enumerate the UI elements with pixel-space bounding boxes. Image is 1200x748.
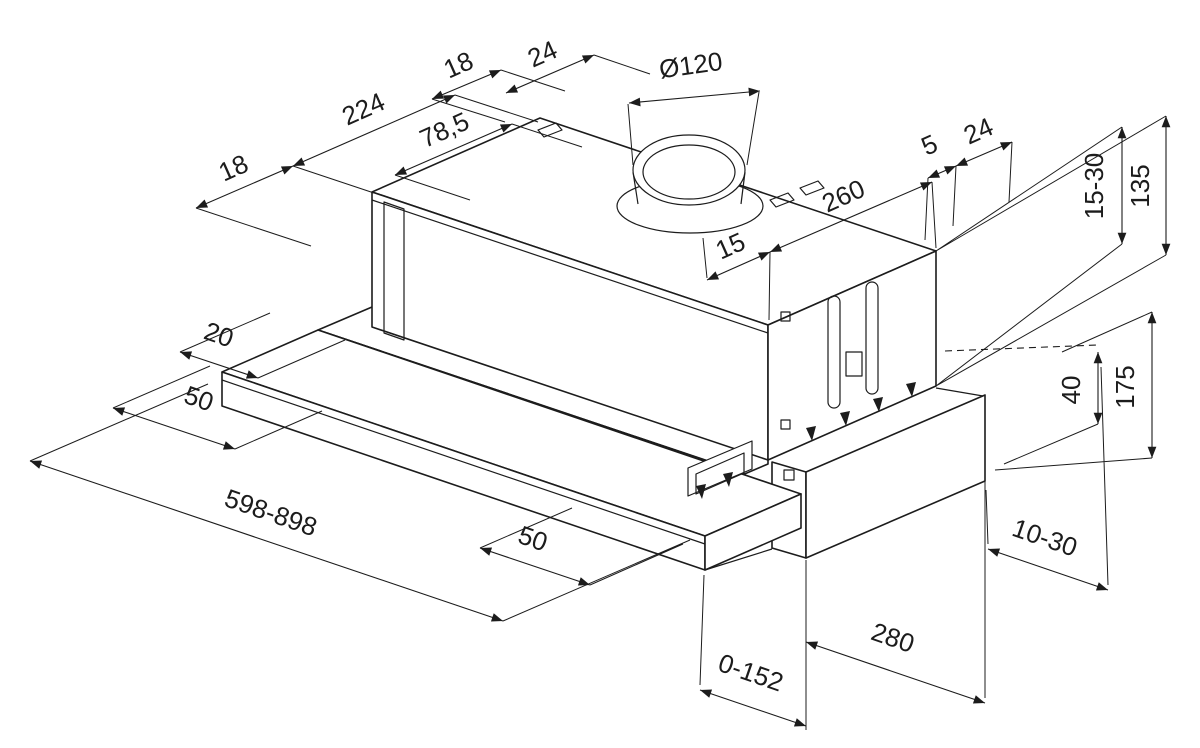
mounting-plate — [845, 351, 863, 377]
duct-collar-top-rim — [632, 134, 746, 206]
dim-line-24-top — [505, 54, 595, 94]
duct-box-clip — [783, 469, 795, 481]
dim-label-5: 5 — [917, 128, 942, 161]
visor-end-face — [704, 493, 802, 571]
dim-label-50-bottom: 50 — [514, 520, 551, 558]
dim-label-175: 175 — [1110, 365, 1140, 408]
dim-label-260: 260 — [817, 173, 869, 218]
wall-reference-hidden-line — [944, 344, 1099, 352]
dim-label-50-front: 50 — [180, 380, 217, 418]
duct-collar-opening — [642, 144, 736, 200]
dim-line-260 — [769, 181, 933, 253]
screw-detail — [780, 311, 791, 322]
dim-label-10-30: 10-30 — [1009, 512, 1082, 562]
dimension-lines — [29, 54, 1171, 727]
rail-end-bracket-inner — [695, 452, 745, 495]
dim-label-280: 280 — [868, 616, 919, 658]
hood-drawing — [221, 117, 1099, 571]
dim-line-15 — [706, 251, 771, 281]
dim-label-18-left: 18 — [214, 148, 253, 187]
dim-label-24-rear: 24 — [959, 111, 998, 150]
dim-line-598-898 — [29, 460, 504, 622]
dim-line-10-30 — [987, 548, 1109, 591]
hood-front-top-groove — [371, 199, 769, 334]
dim-label-diam-120: Ø120 — [657, 46, 724, 85]
dim-line-50-front — [112, 407, 236, 450]
dim-label-20: 20 — [200, 316, 237, 354]
dim-label-598-898: 598-898 — [221, 483, 321, 542]
dim-label-40: 40 — [1056, 376, 1086, 405]
dim-label-0-152: 0-152 — [715, 647, 788, 697]
dim-line-5 — [927, 165, 957, 179]
dim-line-diam-120 — [628, 87, 761, 107]
dim-line-78-5 — [394, 123, 513, 176]
duct-box-top-edge — [935, 387, 984, 397]
dim-label-224: 224 — [337, 86, 389, 131]
dim-line-224 — [292, 94, 456, 167]
dim-label-24-top: 24 — [523, 34, 562, 73]
hood-front-left-strip — [383, 201, 405, 341]
top-tab — [537, 122, 563, 138]
dim-label-78-5: 78,5 — [415, 106, 473, 154]
dim-line-18-top — [431, 69, 502, 100]
rail-end-bracket — [687, 440, 753, 497]
dim-line-280 — [805, 641, 986, 704]
dim-line-0-152 — [699, 689, 807, 727]
dim-line-50-bottom — [479, 547, 591, 586]
dim-label-18-top: 18 — [439, 45, 478, 84]
screw-detail — [780, 419, 791, 430]
bracket-arrow-marks — [696, 472, 733, 499]
mounting-slot — [865, 281, 879, 395]
dim-label-135: 135 — [1125, 164, 1155, 207]
slide-rail — [704, 548, 773, 571]
dim-label-15-30: 15-30 — [1079, 153, 1109, 220]
dim-line-24-rear — [955, 141, 1013, 167]
dim-line-18-left — [195, 165, 294, 209]
dim-line-20 — [179, 351, 259, 379]
mounting-slot — [827, 295, 841, 409]
